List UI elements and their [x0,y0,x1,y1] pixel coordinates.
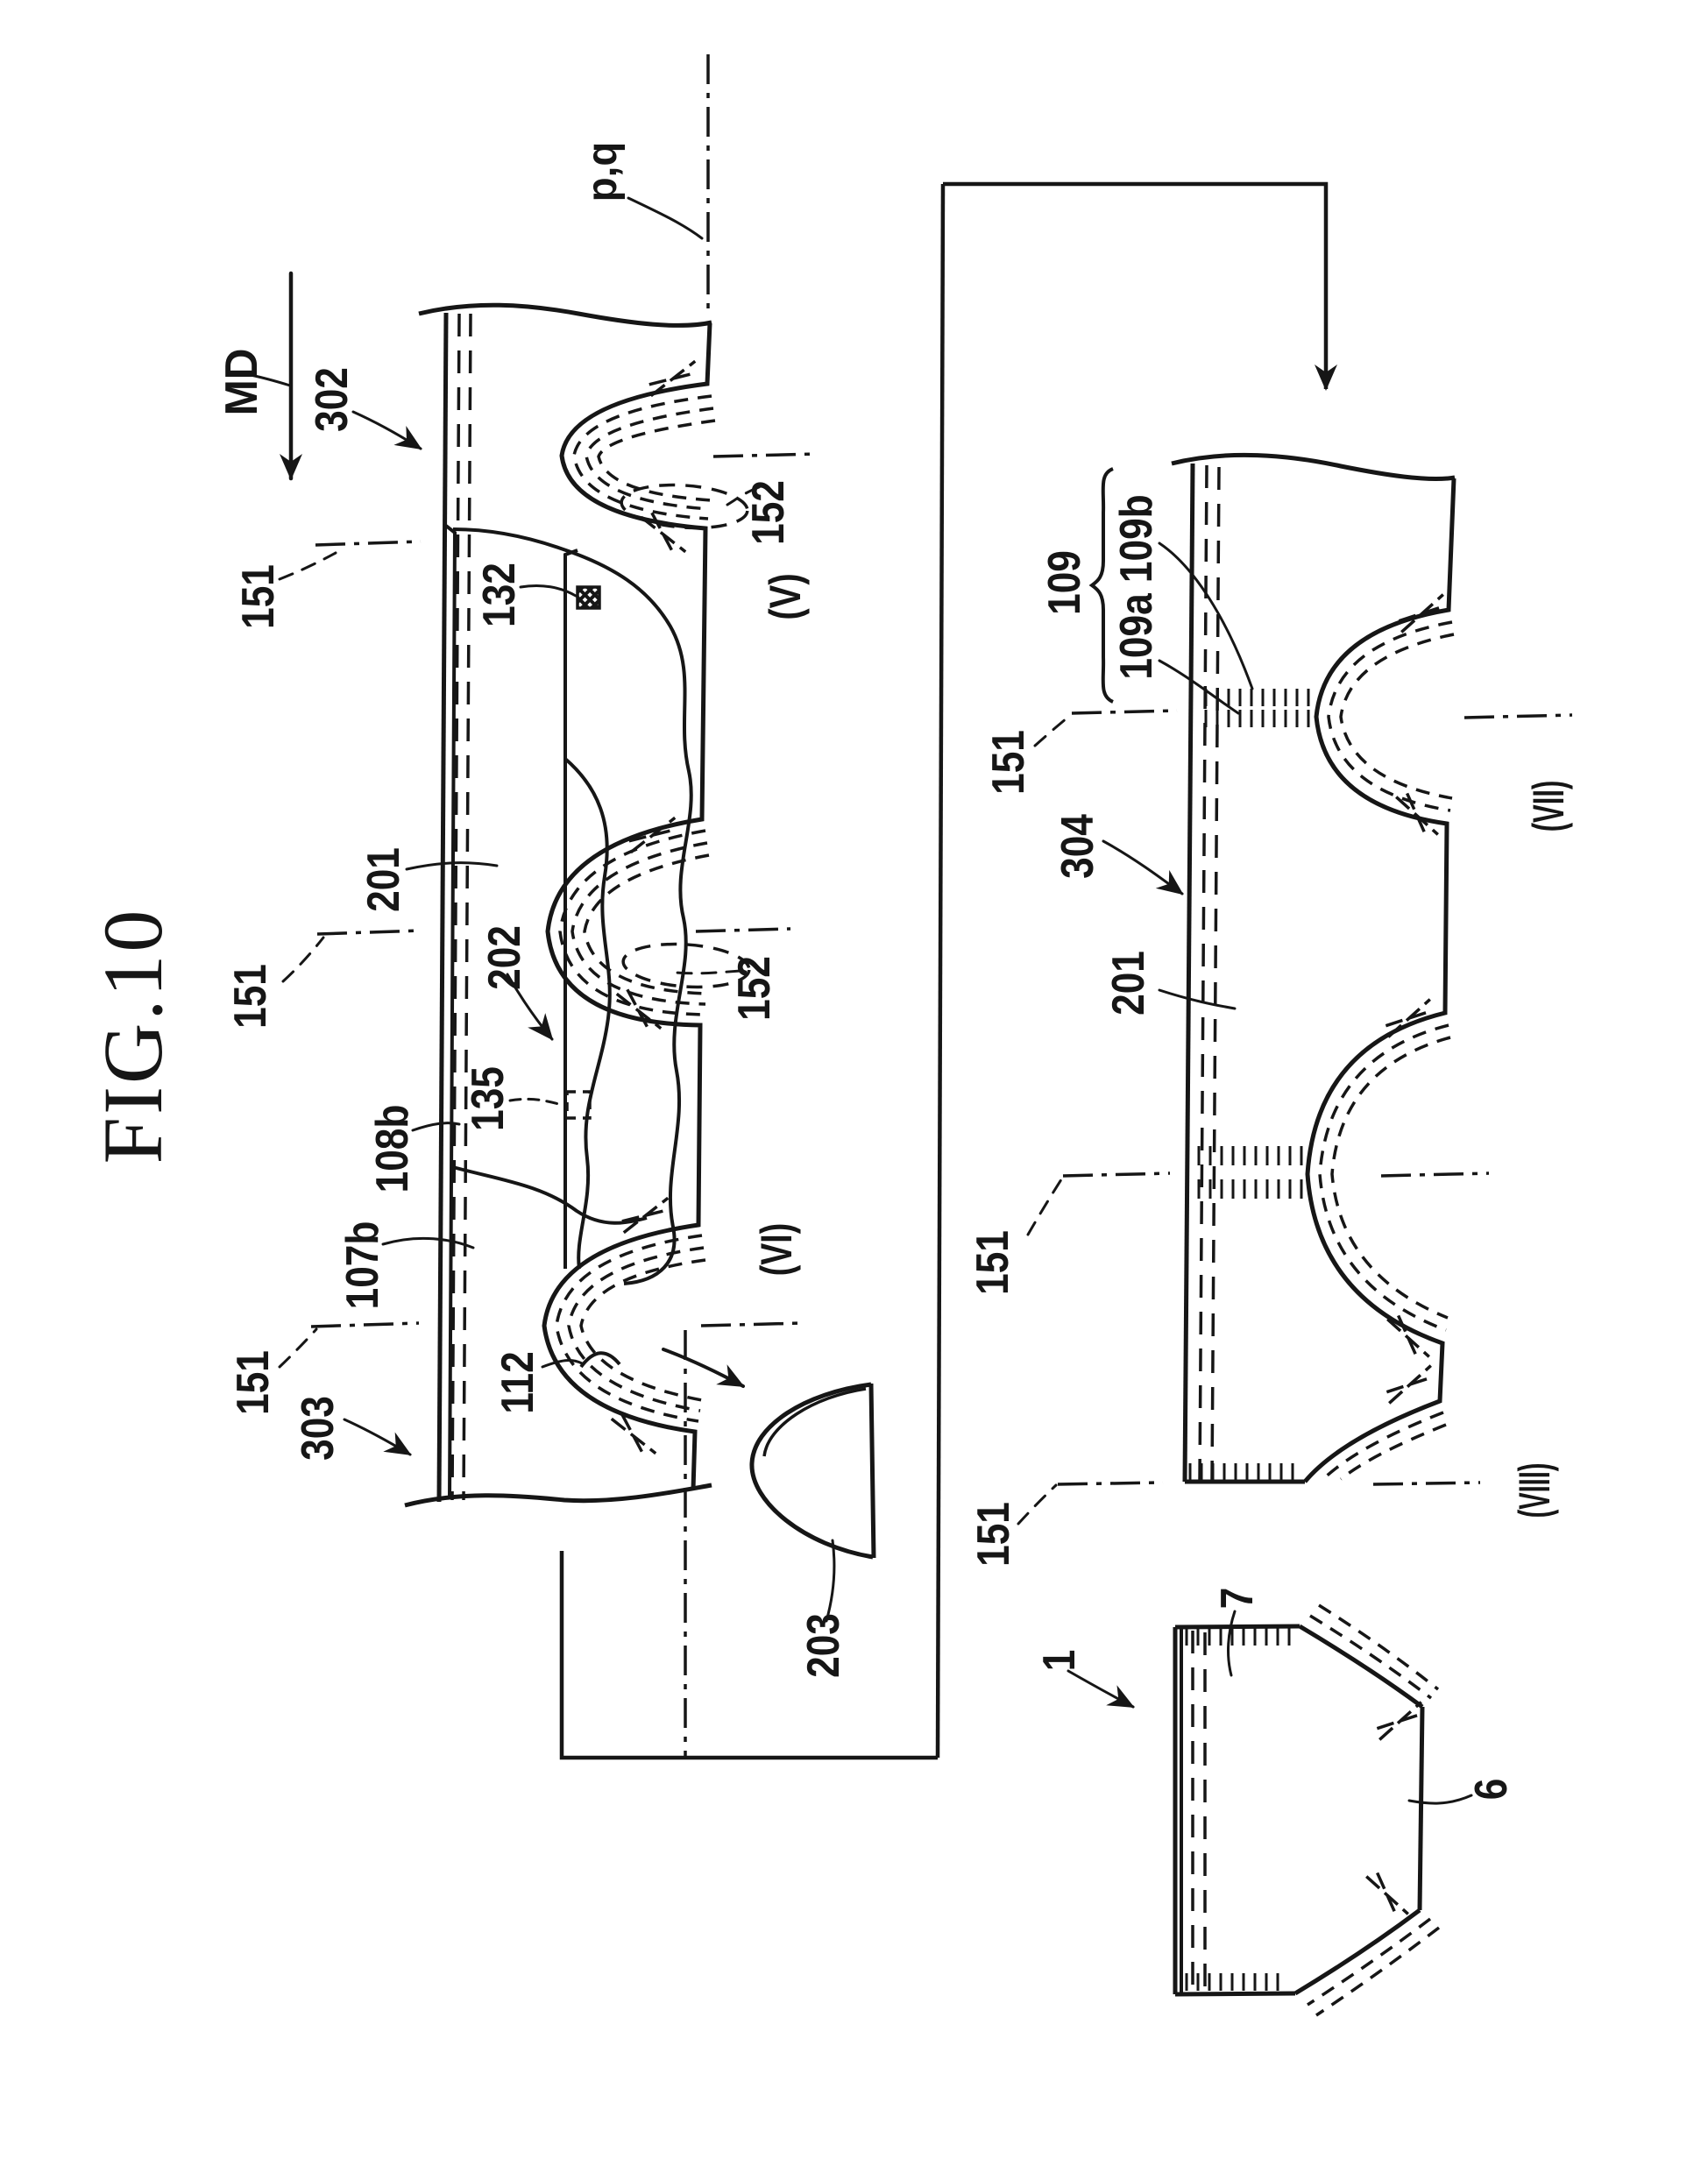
arrow-1 [1067,1669,1135,1709]
label-ref-303: 303 [293,1396,344,1461]
leg-elastic-dashes [1318,620,1455,1481]
label-ref-108b: 108b [367,1104,418,1193]
label-ref-135: 135 [463,1066,514,1131]
brace-109 [1088,467,1115,704]
label-ref-151-6: 151 [968,1502,1019,1567]
label-ref-201-right: 201 [1103,951,1154,1016]
label-sec-v: (V) [761,573,810,620]
label-sec-vi: (VI) [752,1222,801,1277]
label-ref-7: 7 [1212,1587,1263,1610]
sheet-202-contours [452,527,693,1285]
web-strip-302-303 [404,302,751,1508]
label-ref-151-1: 151 [233,564,284,629]
bottom-break-edge [404,1483,712,1508]
seam-fringe-combs [1185,689,1310,1991]
leader-152-1 [726,485,761,506]
label-ref-1: 1 [1034,1649,1085,1672]
top-break-edge [418,302,712,328]
diaper-piece-1 [1173,1603,1441,2017]
leg-elastic-dashes [555,394,716,1423]
label-ref-151-3: 151 [228,1350,279,1415]
sheet-201-edge [444,524,457,1499]
label-sec-vii: (VII) [1524,780,1573,832]
arrow-202 [506,973,554,1041]
label-ref-304: 304 [1052,814,1103,879]
leader-109a [1158,659,1240,715]
scalloped-right-edge [542,322,712,1490]
label-fig-title: FIG.10 [86,907,180,1164]
pq-leader [627,196,704,240]
label-ref-151-2: 151 [225,964,276,1029]
label-ref-302: 302 [307,367,358,432]
label-ref-pq: p,q [579,141,626,202]
leader-151-1 [278,551,337,581]
leader-132 [519,584,578,598]
pq-centerlines [684,54,710,1758]
leader-151-3 [278,1327,318,1369]
label-ref-201-left: 201 [358,847,409,912]
label-ref-107b: 107b [337,1221,388,1310]
arrow-303 [343,1418,412,1456]
label-ref-109ab: 109a 109b [1111,494,1162,680]
leader-201-right [1158,988,1237,1010]
label-ref-132: 132 [474,563,525,627]
crotch-piece-203 [749,1382,876,1560]
component-135 [565,1090,592,1120]
md-leader [249,373,292,387]
leader-151-6 [1017,1483,1058,1525]
label-ref-152-1: 152 [743,480,794,545]
label-ref-202: 202 [479,925,530,990]
leader-107b [381,1236,475,1249]
leaders-left [249,196,836,1623]
leader-201-left [405,861,499,871]
label-ref-6: 6 [1466,1778,1517,1801]
label-md: MD [216,348,267,416]
leader-108b [411,1122,461,1132]
label-ref-152-2: 152 [729,956,780,1021]
label-ref-109: 109 [1039,550,1090,615]
component-132 [576,585,601,610]
leader-7 [1227,1610,1237,1677]
leader-112 [541,1359,584,1369]
scalloped-right-edge [1303,478,1456,1483]
web-strip-304 [1088,452,1456,1484]
section-ticks-right [1057,709,1573,1486]
leader-109b [1158,541,1254,690]
label-sec-viii: (VIII) [1510,1462,1559,1518]
leader-151-5 [1026,1175,1065,1236]
label-ref-151-4: 151 [983,730,1034,795]
leader-151-2 [281,936,325,983]
label-ref-203: 203 [798,1613,849,1678]
leader-135 [508,1097,566,1108]
label-ref-112: 112 [493,1351,543,1414]
label-ref-151-5: 151 [967,1230,1018,1295]
arrow-302 [351,410,422,450]
top-break-edge [1171,452,1456,481]
leader-152-2 [675,969,742,975]
leader-6 [1407,1794,1473,1805]
process-routing-arrow [559,181,1337,1760]
elastic-cross-marks [610,359,1447,1919]
section-ticks-left [310,452,818,1328]
leaders-right [1017,541,1473,1805]
arrow-to-203 [662,1348,745,1388]
leader-151-4 [1033,712,1074,747]
arrow-304 [1102,839,1184,895]
tab-112 [579,1351,621,1369]
